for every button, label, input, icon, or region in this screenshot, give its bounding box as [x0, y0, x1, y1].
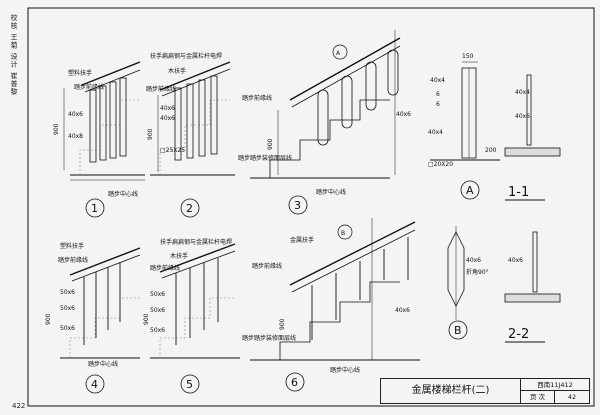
sheet-page-number: 42: [567, 393, 577, 401]
signature-strip-text: 校核 王菊 设计 崔普黎: [10, 14, 18, 96]
label-step-edge-6: 踏步前缘线: [252, 262, 282, 270]
label-plastic-handrail-4: 塑料扶手: [60, 242, 84, 250]
label-flat-steel-weld-2: 扶手扁扁钢与金属栏杆电焊: [150, 52, 222, 60]
dim-50x6-5b: 50x6: [150, 307, 165, 314]
dim-900-5: 900: [143, 313, 150, 325]
dim-6-a: 6: [436, 91, 440, 98]
dim-40x6-1: 40x6: [68, 111, 83, 118]
dim-40x6-b: 40x6: [466, 257, 481, 264]
dim-40x4-s11: 40x4: [515, 89, 530, 96]
dim-50x6-4b: 50x6: [60, 305, 75, 312]
detail-number-5: 5: [186, 378, 193, 391]
label-bend-b: 折角90°: [466, 268, 489, 276]
label-step-edge-1: 踏步前缘线: [74, 83, 104, 91]
label-step-finish-3: 踏步踏步装修面层线: [238, 154, 292, 162]
dim-40x8-1: 40x8: [68, 133, 83, 140]
dim-900-2: 900: [147, 128, 154, 140]
section-a-marker-3: A: [336, 50, 341, 57]
label-step-edge-3: 踏步前缘线: [242, 94, 272, 102]
label-step-finish-6: 踏步踏步装修面层线: [242, 334, 296, 342]
section-a-label: A: [466, 184, 474, 197]
label-plastic-handrail-1: 塑料扶手: [68, 69, 92, 77]
dim-20x20-a: □20X20: [428, 161, 453, 168]
label-step-center-3: 踏步中心线: [316, 188, 346, 196]
dim-6-a2: 6: [436, 101, 440, 108]
section-2-2-label: 2-2: [508, 327, 529, 342]
dim-40x6-2b: 40x6: [160, 115, 175, 122]
label-step-center-1: 踏步中心线: [108, 190, 138, 198]
section-a-detail: 150 40x4 6 6 40x4 □20X20 200 A: [428, 53, 500, 200]
dim-900-6: 900: [279, 318, 286, 330]
dim-25x25-2: □25X25: [160, 147, 185, 154]
dim-900-1: 900: [53, 123, 60, 135]
detail-2: 900 扶手扁扁钢与金属栏杆电焊 木扶手 踏步前缘线 40x6 40x6 □25…: [146, 52, 235, 218]
label-step-edge-5: 踏步前缘线: [150, 264, 180, 272]
detail-number-2: 2: [186, 202, 193, 215]
dim-900-3: 900: [267, 138, 274, 150]
book-page-number: 422: [12, 402, 26, 410]
detail-5: 900 扶手扁扁钢与金属栏杆电焊 木扶手 踏步前缘线 50x6 50x6 50x…: [143, 238, 240, 394]
dim-900-4: 900: [45, 313, 52, 325]
sheet-code: 西南11J412: [521, 379, 589, 391]
detail-number-6: 6: [291, 376, 298, 389]
section-b-marker-6: B: [341, 230, 345, 237]
detail-4: 900 塑料扶手 踏步前缘线 50x6 50x6 50x6 踏步中心线 4: [45, 242, 141, 394]
detail-6: 900 金属扶手 踏步前缘线 踏步踏步装修面层线 40x6 踏步中心线 B 6: [242, 218, 420, 392]
dim-200-a: 200: [485, 147, 497, 154]
detail-number-3: 3: [294, 199, 301, 212]
dim-40x6-6: 40x6: [395, 307, 410, 314]
label-step-edge-2: 踏步前缘线: [146, 85, 176, 93]
dim-50x6-4c: 50x6: [60, 325, 75, 332]
dim-150-a: 150: [462, 53, 474, 60]
dim-40x4-a2: 40x4: [428, 129, 443, 136]
dim-40x6-s22: 40x6: [508, 257, 523, 264]
label-wood-handrail-5: 木扶手: [170, 252, 188, 260]
dim-40x4-a: 40x4: [430, 77, 445, 84]
section-b-detail: 40x6 折角90° B: [447, 226, 489, 340]
section-1-1-detail: 40x4 40x6 1-1: [504, 74, 561, 201]
section-2-2-detail: 40x6 2-2: [504, 231, 561, 343]
label-step-center-6: 踏步中心线: [330, 366, 360, 374]
title-block: 金属楼梯栏杆(二) 西南11J412 页 次 42: [380, 378, 590, 404]
dim-50x6-5: 50x6: [150, 291, 165, 298]
label-flat-steel-weld-5: 扶手扁扁钢与金属栏杆电焊: [160, 238, 232, 246]
detail-1: 900 塑料扶手 踏步前缘线 40x6 40x8 踏步中心线 1: [53, 61, 145, 218]
label-step-center-4: 踏步中心线: [88, 360, 118, 368]
label-step-edge-4: 踏步前缘线: [58, 256, 88, 264]
section-1-1-label: 1-1: [508, 185, 529, 200]
dim-40x6-s11: 40x6: [515, 113, 530, 120]
dim-50x6-5c: 50x6: [150, 327, 165, 334]
detail-number-4: 4: [91, 378, 98, 391]
detail-number-1: 1: [91, 202, 98, 215]
page-label: 页 次: [521, 391, 555, 403]
section-b-label: B: [454, 324, 462, 337]
label-wood-handrail-2: 木扶手: [168, 67, 186, 75]
sheet-title: 金属楼梯栏杆(二): [381, 379, 521, 403]
dim-40x6-2: 40x6: [160, 105, 175, 112]
label-metal-handrail-6: 金属扶手: [290, 236, 314, 244]
detail-3: 900 踏步前缘线 踏步踏步装修面层线 40x6 踏步中心线 A 3: [238, 30, 411, 215]
dim-50x6-4: 50x6: [60, 289, 75, 296]
dim-40x6-3: 40x6: [396, 111, 411, 118]
sheet-border: [27, 7, 595, 407]
